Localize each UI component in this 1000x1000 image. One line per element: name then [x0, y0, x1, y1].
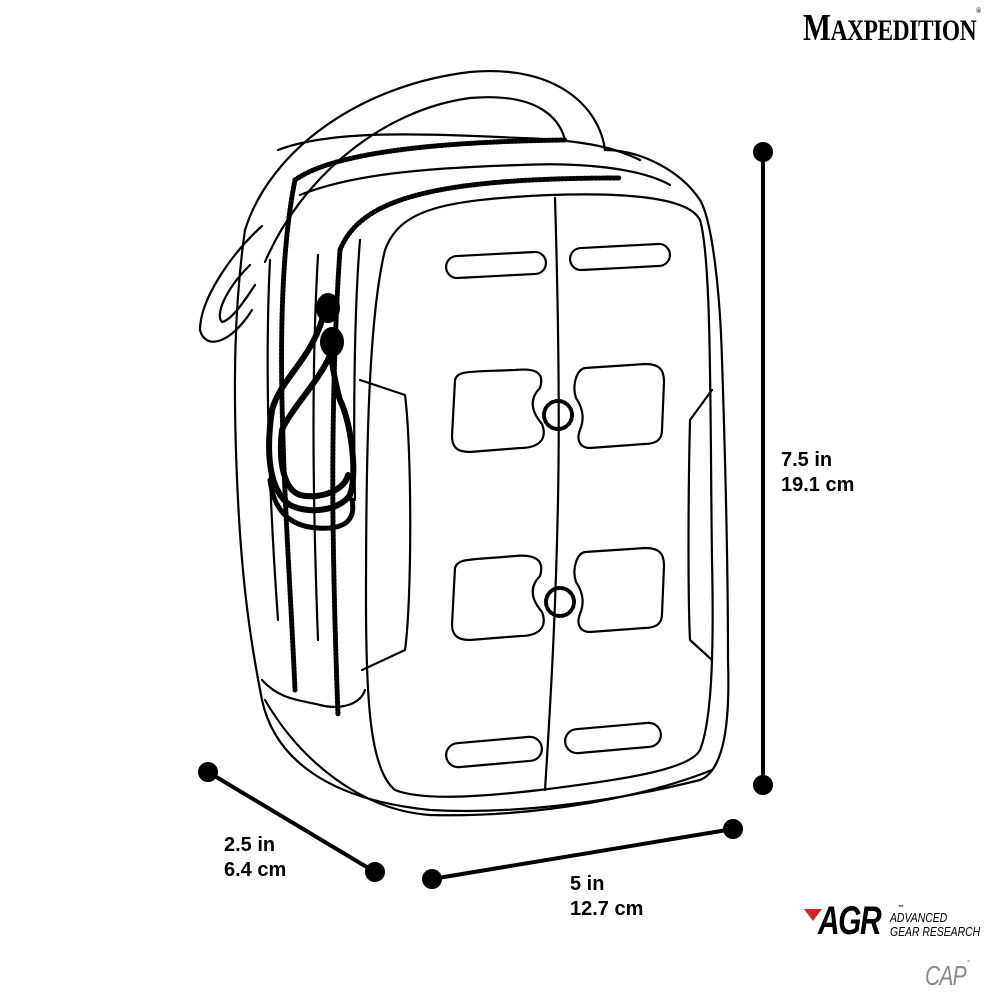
registered-mark: ®: [976, 6, 981, 15]
agr-trademark: ™: [898, 905, 904, 911]
agr-logo: AGR ™ ADVANCED GEAR RESEARCH: [804, 899, 1000, 948]
model-name: CAP™: [925, 960, 970, 992]
grommet-icon: [542, 399, 574, 431]
agr-line-name: ADVANCED GEAR RESEARCH: [890, 910, 981, 939]
brand-logo: MAXPEDITION®: [803, 6, 981, 50]
agr-wordmark: AGR: [818, 899, 882, 943]
zipper-pull-icon: [266, 293, 357, 531]
model-trademark: ™: [965, 960, 971, 966]
height-dimension-label: 7.5 in 19.1 cm: [781, 449, 855, 496]
dimension-marker-icon: [198, 142, 773, 889]
grommet-icon: [544, 586, 576, 618]
brand-logo-initial: M: [803, 7, 831, 49]
width-dimension-label: 5 in 12.7 cm: [570, 873, 644, 920]
depth-dimension-label: 2.5 in 6.4 cm: [224, 834, 287, 881]
agr-triangle-icon: [804, 909, 822, 921]
brand-logo-text: AXPEDITION: [830, 14, 977, 47]
model-name-text: CAP: [925, 960, 967, 991]
